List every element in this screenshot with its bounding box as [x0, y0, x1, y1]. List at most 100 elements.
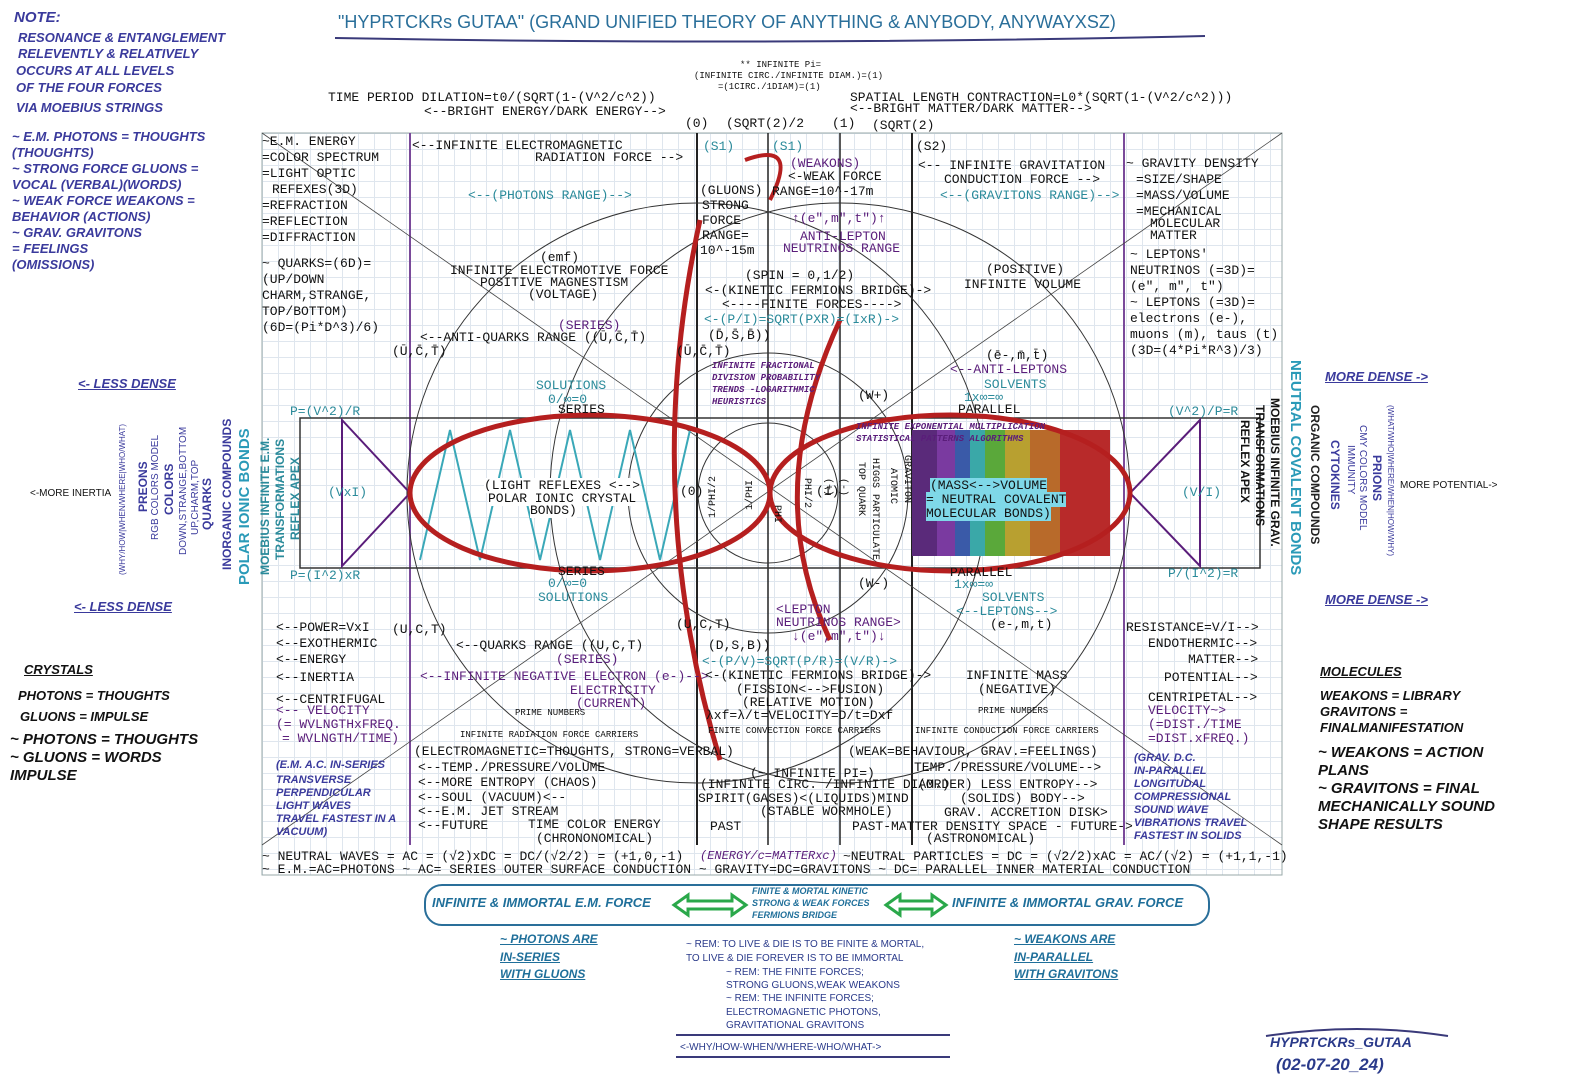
center-vertical: (+): [822, 478, 833, 497]
right-col-line: =MECHANICAL: [1136, 204, 1222, 219]
anti-quarks-range: <--ANTI-QUARKS RANGE ((Ū,C̄,T̄): [420, 330, 647, 345]
finite-mortal-line: FERMIONS BRIDGE: [752, 910, 838, 920]
grav-force-label: <-- INFINITE GRAVITATION: [918, 158, 1106, 173]
polar-ionic-bonds: POLAR IONIC BONDS: [236, 428, 253, 585]
leptons-label: (e-,m,t): [990, 617, 1053, 632]
light-reflexes: (LIGHT REFLEXES <-->: [484, 478, 641, 493]
infinite-mass: (NEGATIVE): [978, 682, 1057, 697]
series-top: (SERIES): [558, 318, 621, 333]
left-col-line: =COLOR SPECTRUM: [262, 150, 380, 165]
molecules-big: PLANS: [1318, 762, 1369, 779]
quarks-vertical: DOWN,STRANGE,BOTTOM: [178, 426, 189, 555]
em-ac-line: TRAVEL FASTEST IN A: [276, 813, 397, 825]
center-vertical: HIGGS PARTICULATE: [869, 458, 880, 561]
weakons-line: <-WEAK FORCE: [788, 169, 882, 184]
solutions-top: SOLUTIONS: [536, 378, 607, 393]
lepton-neutrinos: ↓(e",m",t")↓: [792, 629, 886, 644]
left-col-line: =REFLECTION: [262, 214, 348, 229]
center-vertical: PHI: [771, 505, 782, 524]
parallel-bottom: PARALLEL: [950, 565, 1013, 580]
grav-force-label: CONDUCTION FORCE -->: [944, 172, 1101, 187]
quarks-box-line: ~ QUARKS=(6D)=: [262, 256, 372, 271]
left-list-item: <--E.M. JET STREAM: [418, 804, 559, 819]
crystals-line: GLUONS = IMPULSE: [20, 709, 149, 724]
anti-fractional: TRENDS -LOGARITHMIC: [712, 385, 815, 395]
anti-lepton-line: NEUTRINOS RANGE: [783, 241, 901, 256]
uct-label: (U,C,T): [392, 622, 447, 637]
page-title: "HYPRTCKRs GUTAA" (GRAND UNIFIED THEORY …: [338, 12, 1116, 32]
astronomical: (ASTRONOMICAL): [926, 831, 1036, 846]
left-col-line: =REFRACTION: [262, 198, 348, 213]
past-label: PAST: [710, 819, 742, 834]
lepton-neutrinos: NEUTRINOS RANGE>: [776, 615, 901, 630]
right-col-line: ~ GRAVITY DENSITY: [1126, 156, 1259, 171]
left-col-line: REFEXES(3D): [272, 182, 358, 197]
center-vertical: 1/PHI: [745, 479, 756, 510]
mass-volume: = NEUTRAL COVALENT: [926, 492, 1067, 507]
center-vertical: GRAVITON: [901, 455, 912, 504]
pi-formula: <-(P/I)=SQRT(PXR)=(IxR)->: [704, 312, 900, 327]
why-how-rule: [676, 1034, 950, 1036]
photons-are: ~ PHOTONS ARE: [500, 932, 598, 946]
grav-dc-line: VIBRATIONS TRAVEL: [1134, 817, 1248, 829]
neutral-covalent-bonds: NEUTRAL COVALENT BONDS: [1287, 360, 1304, 576]
why-how-rule: [676, 1056, 950, 1058]
positive-volume: (POSITIVE): [986, 262, 1065, 277]
more-inertia: <-MORE INERTIA: [30, 488, 112, 499]
right-col-line: =SIZE/SHAPE: [1136, 172, 1222, 187]
right-list-item: GRAV. ACCRETION DISK>: [944, 805, 1108, 820]
moebius-left: TRANSFORMATIONS: [273, 438, 287, 560]
anti-leptons: (ē-,m̄,t̄): [986, 348, 1049, 363]
moebius-left: MOEBIUS INFINITE E.M.: [258, 437, 272, 575]
leptons-label: <--LEPTONS-->: [956, 604, 1058, 619]
pv-formula: <-(P/V)=SQRT(P/R)=(V/R)->: [702, 654, 898, 669]
anti-lepton-line: ↑(e",m",t")↑: [792, 211, 886, 226]
center-vertical: PHI/2: [801, 478, 812, 509]
weakons-are: IN-PARALLEL: [1014, 950, 1094, 964]
s1-label: (S1): [703, 139, 735, 154]
anti-fractional: HEURISTICS: [712, 397, 767, 407]
center-vertical: (-): [837, 478, 848, 497]
right-list-item: (ORDER) LESS ENTROPY-->: [918, 777, 1098, 792]
left-bottom-line: (= WVLNGTHxFREQ.: [276, 717, 401, 732]
kinetic-bridge-bottom: (FISSION<-->FUSION): [736, 682, 885, 697]
rem-line: ~ REM: TO LIVE & DIE IS TO BE FINITE & M…: [686, 939, 925, 950]
center-zero: (0): [680, 484, 704, 499]
spin-label: (SPIN = 0,1/2): [745, 268, 855, 283]
right-col-line: MOLECULAR: [1150, 216, 1221, 231]
power-p: P=(V^2)/R: [290, 404, 361, 419]
left-list-item: <--TEMP./PRESSURE/VOLUME: [418, 760, 606, 775]
marker-sqrt2-2: (SQRT(2)/2: [726, 116, 805, 131]
grav-dc-line: COMPRESSIONAL: [1134, 791, 1232, 803]
anti-fractional: INFINITE FRACTIONAL: [712, 361, 815, 371]
right-list-item: PAST-MATTER DENSITY SPACE - FUTURE->: [852, 819, 1133, 834]
anti-leptons: <--ANTI-LEPTONS: [950, 362, 1068, 377]
mass-volume: (MASS<-->VOLUME: [930, 478, 1048, 493]
finite-mortal-line: STRONG & WEAK FORCES: [752, 898, 870, 908]
double-arrow-icon: [671, 892, 749, 918]
em-ac-line: TRANSVERSE: [276, 774, 352, 786]
grav-dc-line: (GRAV. D.C.: [1134, 752, 1196, 764]
solvents-top: 1x∞=∞: [964, 390, 1004, 405]
bottom-conduction-line: ~ E.M.=AC=PHOTONS ~ AC= SERIES OUTER SUR…: [262, 862, 1191, 877]
energy-c: (ENERGY/c=MATTERxc): [700, 849, 837, 863]
molecules-heading: MOLECULES: [1320, 664, 1402, 679]
em-ac-line: (E.M. A.C. IN-SERIES: [276, 759, 385, 771]
equivalence-line: = FEELINGS: [12, 241, 89, 256]
solutions-top: 0/∞=0: [548, 392, 588, 407]
right-col-line: MATTER: [1150, 228, 1197, 243]
series-bottom: SERIES: [558, 564, 605, 579]
quarks-box-line: (UP/DOWN: [262, 272, 325, 287]
conduction-carriers: INFINITE CONDUCTION FORCE CARRIERS: [915, 726, 1099, 736]
emf-line: INFINITE ELECTROMOTIVE FORCE: [450, 263, 669, 278]
infinite-pi-top: =(1CIRC./1DIAM)=(1): [718, 82, 821, 92]
anti-lepton-line: ANTI-LEPTON: [800, 229, 886, 244]
equivalence-line: ~ WEAK FORCE WEAKONS =: [12, 193, 195, 208]
left-bottom-line: <--INERTIA: [276, 670, 355, 685]
signature: HYPRTCKRs_GUTAA: [1270, 1034, 1412, 1050]
moebius-right: MOEBIUS INFINITE GRAV.: [1268, 398, 1282, 547]
leptons-box-line: muons (m), taus (t): [1130, 327, 1279, 342]
em-ac-line: VACUUM): [276, 826, 328, 838]
left-bottom-line: <--POWER=VxI: [276, 620, 370, 635]
w-minus: (W-): [858, 576, 890, 591]
